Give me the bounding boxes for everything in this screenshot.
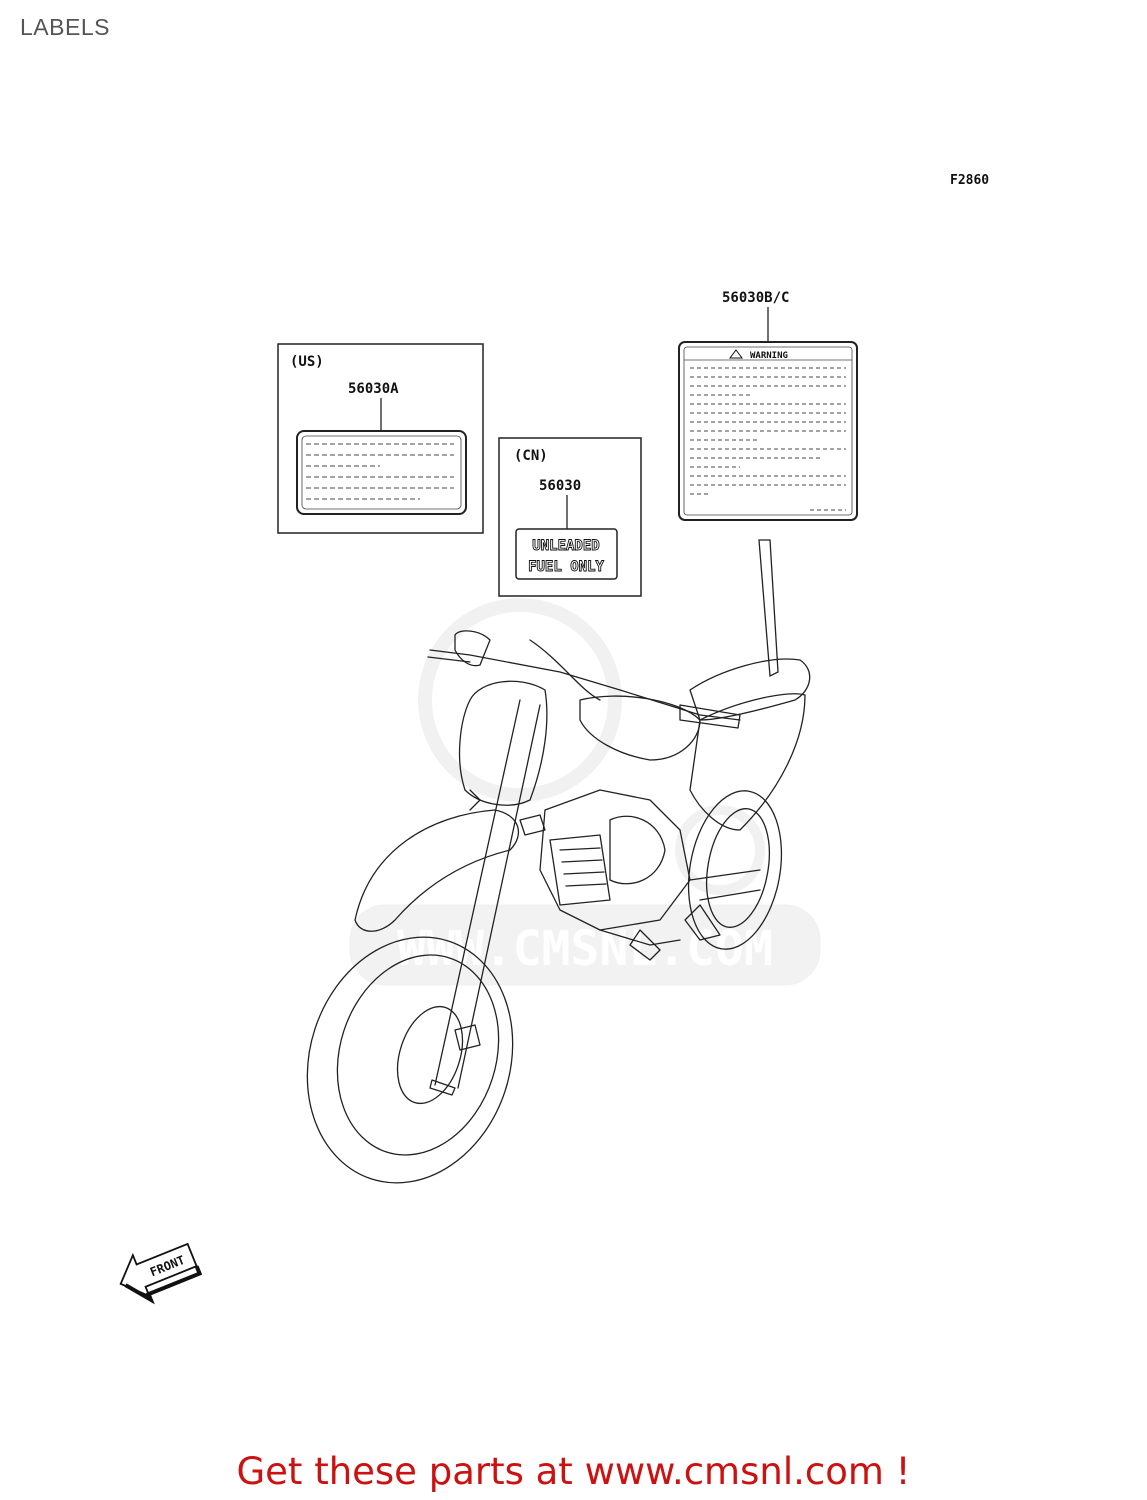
- unleaded-line-1: UNLEADED: [532, 538, 599, 554]
- label-cn-region: (CN): [514, 448, 548, 464]
- page-title: LABELS: [20, 14, 110, 40]
- watermark: WWW.CMSNL.COM: [349, 598, 821, 986]
- warning-heading: WARNING: [750, 351, 788, 361]
- warning-triangle-icon: [729, 349, 743, 359]
- label-us-region: (US): [290, 354, 324, 370]
- label-cn-group: (CN) 56030 UNLEADED FUEL ONLY: [498, 437, 642, 597]
- watermark-text: WWW.CMSNL.COM: [397, 921, 773, 977]
- footer-link[interactable]: Get these parts at www.cmsnl.com !: [236, 1450, 911, 1493]
- unleaded-line-2: FUEL ONLY: [528, 559, 604, 575]
- front-arrow-icon: FRONT: [119, 1242, 203, 1305]
- label-warning-part-number[interactable]: 56030B/C: [722, 290, 789, 306]
- label-us-group: (US) 56030A: [277, 343, 484, 534]
- label-warning-group: 56030B/C WARNING: [678, 290, 858, 521]
- warning-leader-line: [758, 539, 779, 678]
- figure-code: F2860: [950, 173, 989, 188]
- label-us-part-number[interactable]: 56030A: [348, 381, 399, 397]
- label-cn-part-number[interactable]: 56030: [539, 478, 581, 494]
- motorcycle-drawing: [306, 630, 811, 1184]
